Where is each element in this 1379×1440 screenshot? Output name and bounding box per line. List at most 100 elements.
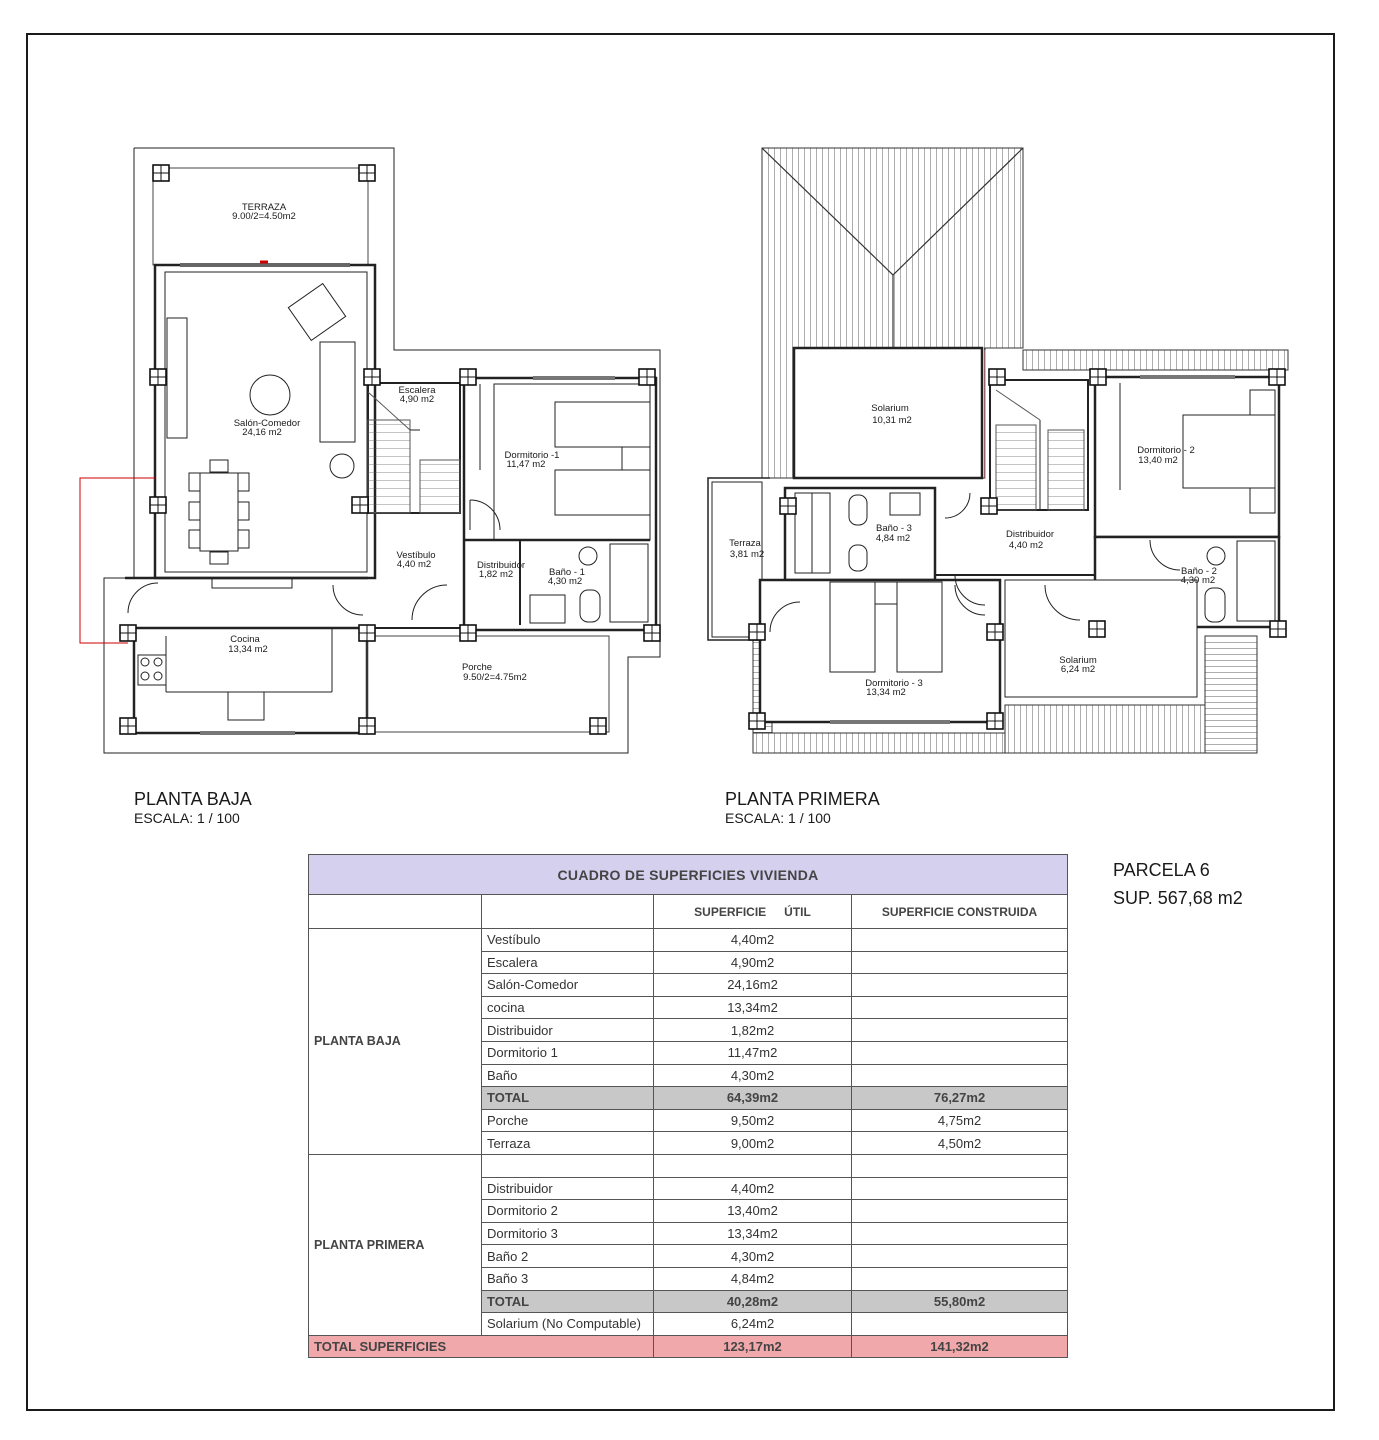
room-name-cell: TOTAL [481, 1086, 654, 1110]
room-name: Solarium [1059, 655, 1097, 666]
useful-area-cell: 4,30m2 [653, 1244, 852, 1268]
useful-area-cell: 13,40m2 [653, 1199, 852, 1223]
useful-area-cell: 13,34m2 [653, 995, 852, 1020]
empty-cell [850, 1153, 1069, 1178]
room-name-cell: Terraza [481, 1131, 654, 1155]
room-name-cell: cocina [481, 995, 654, 1020]
built-area-cell: 55,80m2 [850, 1289, 1069, 1314]
room-name-cell: Dormitorio 3 [481, 1221, 654, 1246]
built-area-cell [850, 1312, 1069, 1336]
ground-floor-caption: PLANTA BAJA ESCALA: 1 / 100 [134, 789, 252, 826]
useful-area-cell: 4,40m2 [653, 1176, 852, 1201]
built-area-cell [850, 1266, 1069, 1291]
useful-area-cell: 9,50m2 [653, 1108, 852, 1133]
room-name-cell: Baño 2 [481, 1244, 654, 1268]
useful-area-cell: 1,82m2 [653, 1018, 852, 1042]
useful-area-cell: 64,39m2 [653, 1086, 852, 1110]
room-name: Cocina [230, 634, 260, 645]
grand-total-label: TOTAL SUPERFICIES [308, 1334, 654, 1359]
room-area: 3,81 m2 [730, 549, 764, 560]
first-floor-caption: PLANTA PRIMERA ESCALA: 1 / 100 [725, 789, 880, 826]
room-area: 24,16 m2 [242, 427, 282, 438]
room-area: 4,84 m2 [876, 533, 910, 544]
room-name-cell: Vestíbulo [481, 928, 654, 952]
room-area: 4,30 m2 [548, 576, 582, 587]
room-area: 13,34 m2 [866, 687, 906, 698]
room-area: 9.00/2=4.50m2 [232, 211, 296, 222]
room-area: 13,34 m2 [228, 644, 268, 655]
room-area: 4,90 m2 [400, 394, 434, 405]
room-name: Solarium [871, 403, 909, 414]
grand-total-row: TOTAL SUPERFICIES 123,17m2 141,32m2 [308, 1334, 1069, 1359]
room-name-cell: TOTAL [481, 1289, 654, 1314]
room-name-cell: Solarium (No Computable) [481, 1312, 654, 1336]
useful-area-cell: 4,30m2 [653, 1063, 852, 1088]
room-name: Dormitorio - 3 [865, 678, 923, 689]
built-area-cell [850, 995, 1069, 1020]
built-area-cell [850, 1176, 1069, 1201]
first-floor-labels: Solarium 10,31 m2 Dormitorio - 2 13,40 m… [729, 403, 1217, 698]
built-area-cell [850, 950, 1069, 975]
built-area-cell: 4,75m2 [850, 1108, 1069, 1133]
room-name-cell: Distribuidor [481, 1176, 654, 1201]
built-area-cell [850, 973, 1069, 997]
useful-area-cell: 24,16m2 [653, 973, 852, 997]
ground-floor-plan [79, 147, 661, 754]
grand-total-built: 141,32m2 [850, 1334, 1069, 1359]
room-area: 13,40 m2 [1138, 455, 1178, 466]
floor-group-label: PLANTA BAJA [308, 928, 482, 1155]
useful-area-cell: 4,40m2 [653, 928, 852, 952]
room-name-cell: Porche [481, 1108, 654, 1133]
room-name: Distribuidor [477, 560, 525, 571]
table-row: PLANTA PRIMERA [308, 1153, 1069, 1336]
useful-area-cell: 9,00m2 [653, 1131, 852, 1155]
header-built-area: SUPERFICIE CONSTRUIDA [850, 894, 1069, 929]
room-area: 4,30 m2 [1181, 575, 1215, 586]
room-name-cell: Escalera [481, 950, 654, 975]
built-area-cell: 4,50m2 [850, 1131, 1069, 1155]
room-name: Baño - 2 [1181, 566, 1217, 577]
useful-area-cell: 4,90m2 [653, 950, 852, 975]
parcela-info: PARCELA 6 SUP. 567,68 m2 [1113, 856, 1243, 912]
table-title: CUADRO DE SUPERFICIES VIVIENDA [307, 854, 1069, 895]
room-name-cell: Dormitorio 1 [481, 1040, 654, 1065]
room-name-cell: Dormitorio 2 [481, 1199, 654, 1223]
room-name-cell: Baño 3 [481, 1266, 654, 1291]
floor-group-label: PLANTA PRIMERA [308, 1153, 482, 1336]
room-area: 4,40 m2 [397, 559, 431, 570]
built-area-cell [850, 1040, 1069, 1065]
first-floor-title: PLANTA PRIMERA [725, 789, 880, 809]
first-floor-plan [707, 147, 1289, 754]
useful-area-cell: 11,47m2 [653, 1040, 852, 1065]
room-name: Salón-Comedor [234, 418, 301, 429]
parcela-label: PARCELA 6 [1113, 860, 1210, 880]
room-name: Baño - 3 [876, 523, 912, 534]
room-area: 1,82 m2 [479, 569, 513, 580]
surface-table: CUADRO DE SUPERFICIES VIVIENDA SUPERFICI… [307, 854, 1069, 1359]
room-name-cell: Salón-Comedor [481, 973, 654, 997]
room-name: Dormitorio - 2 [1137, 445, 1195, 456]
useful-area-cell: 13,34m2 [653, 1221, 852, 1246]
table-row: Solarium (No Computable)6,24m2 [309, 1312, 1069, 1336]
room-name: Escalera [399, 385, 437, 396]
built-area-cell [850, 1199, 1069, 1223]
room-area: 4,40 m2 [1009, 540, 1043, 551]
room-name-cell: Baño [481, 1063, 654, 1088]
ground-floor-labels: TERRAZA 9.00/2=4.50m2 Salón-Comedor 24,1… [228, 202, 585, 683]
room-area: 6,24 m2 [1061, 664, 1095, 675]
